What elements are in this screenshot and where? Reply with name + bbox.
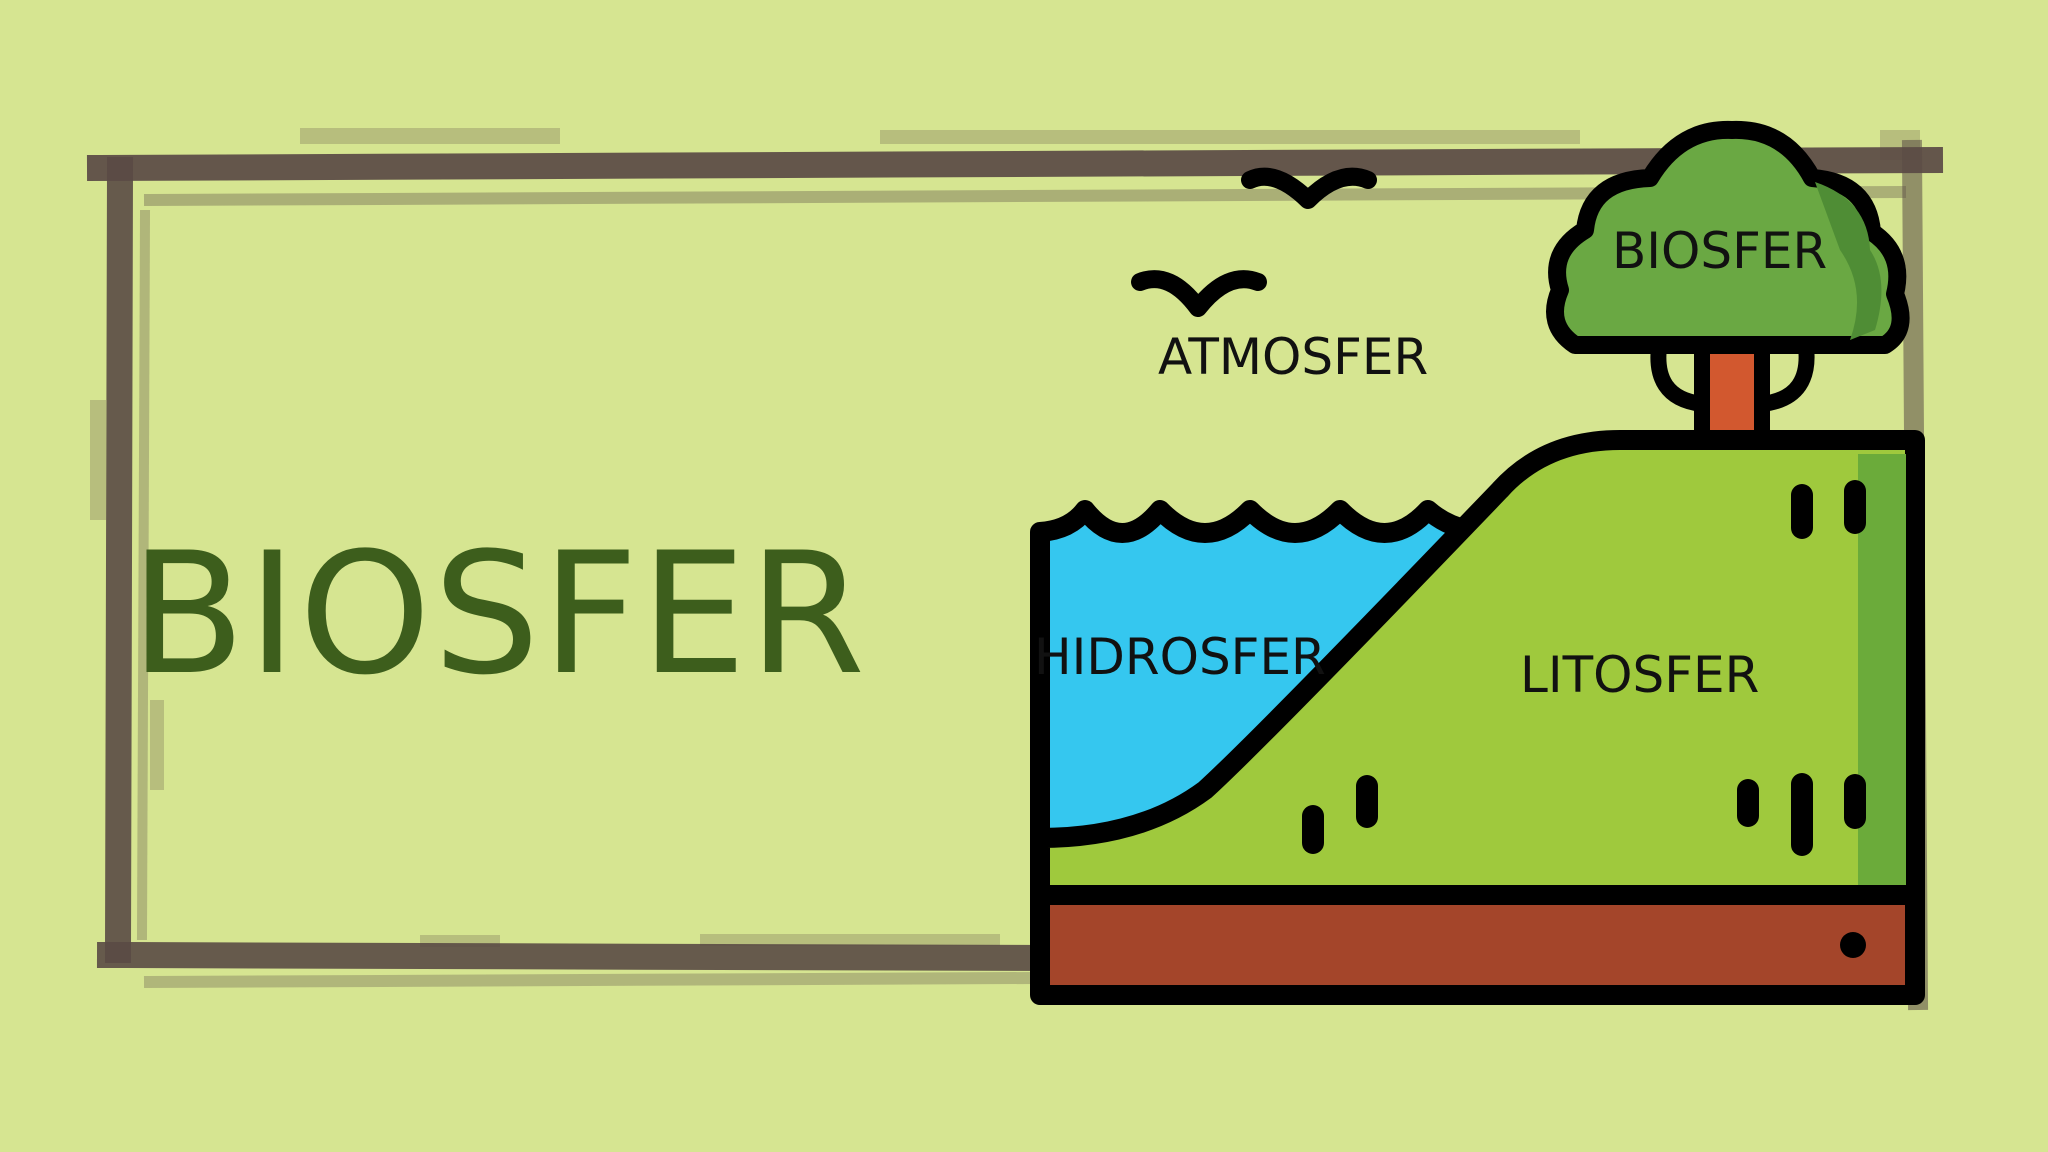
label-litosfer: LITOSFER: [1520, 646, 1760, 704]
bird-icon: [1241, 167, 1377, 209]
tree-icon: [1546, 120, 1910, 448]
slide-title: BIOSFER: [130, 516, 868, 712]
grass-icon: [1302, 480, 1866, 856]
soil-layer: [1030, 885, 1925, 1005]
bird-icon: [1131, 270, 1267, 317]
land-hill: [1030, 430, 1925, 908]
label-biosfer: BIOSFER: [1612, 222, 1828, 280]
label-hidrosfer: HIDROSFER: [1034, 628, 1326, 686]
label-atmosfer: ATMOSFER: [1158, 328, 1429, 386]
